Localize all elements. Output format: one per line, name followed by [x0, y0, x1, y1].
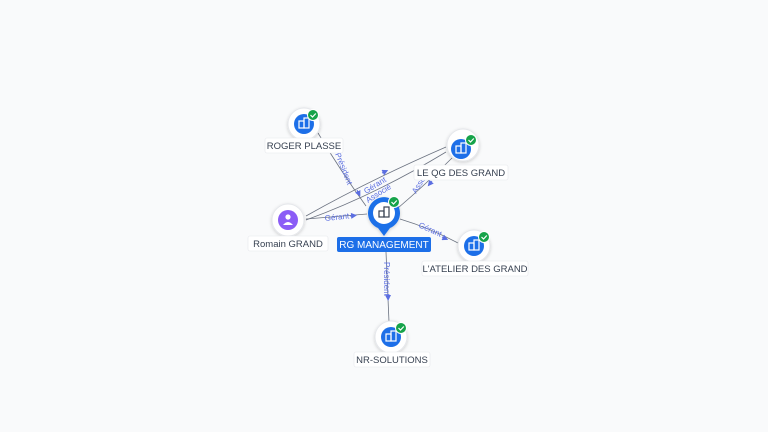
- node-latelier-des-grand[interactable]: L'ATELIER DES GRAND: [421, 229, 529, 277]
- node-rg-management[interactable]: RG MANAGEMENT: [337, 196, 431, 253]
- verified-check-icon: [478, 231, 490, 243]
- edge-label-roger-main: Président: [333, 151, 354, 186]
- building-icon: [468, 239, 480, 251]
- building-icon: [378, 206, 390, 218]
- building-icon: [298, 117, 310, 129]
- edge-romain-qg-2[interactable]: [305, 151, 447, 221]
- node-label: L'ATELIER DES GRAND: [422, 264, 527, 275]
- node-roger-plasse[interactable]: ROGER PLASSE: [264, 107, 344, 154]
- nodes: ROGER PLASSE LE QG DES GRAND: [247, 107, 529, 368]
- edge-main-nr[interactable]: [385, 251, 390, 323]
- verified-check-icon: [307, 109, 319, 121]
- node-label: Romain GRAND: [253, 239, 323, 250]
- node-label: ROGER PLASSE: [267, 141, 341, 152]
- edge-qg-main[interactable]: [397, 157, 453, 209]
- edge-romain-qg-1[interactable]: [305, 146, 447, 217]
- node-le-qg-des-grand[interactable]: LE QG DES GRAND: [413, 128, 509, 181]
- node-label: RG MANAGEMENT: [339, 240, 428, 251]
- person-icon: [283, 214, 293, 225]
- node-nr-solutions[interactable]: NR-SOLUTIONS: [353, 320, 431, 368]
- edge-label-romain-main: Gérant: [324, 211, 350, 223]
- node-label: LE QG DES GRAND: [417, 168, 505, 179]
- edge-label-main-nr: Président: [382, 262, 391, 297]
- building-icon: [385, 330, 397, 342]
- verified-check-icon: [465, 134, 477, 146]
- verified-check-icon: [388, 196, 400, 208]
- edge-label-main-atelier: Gérant: [417, 221, 444, 239]
- verified-check-icon: [395, 322, 407, 334]
- building-icon: [455, 142, 467, 154]
- edge-main-atelier[interactable]: [399, 218, 461, 245]
- node-romain-grand[interactable]: Romain GRAND: [247, 203, 329, 252]
- node-label: NR-SOLUTIONS: [356, 355, 428, 366]
